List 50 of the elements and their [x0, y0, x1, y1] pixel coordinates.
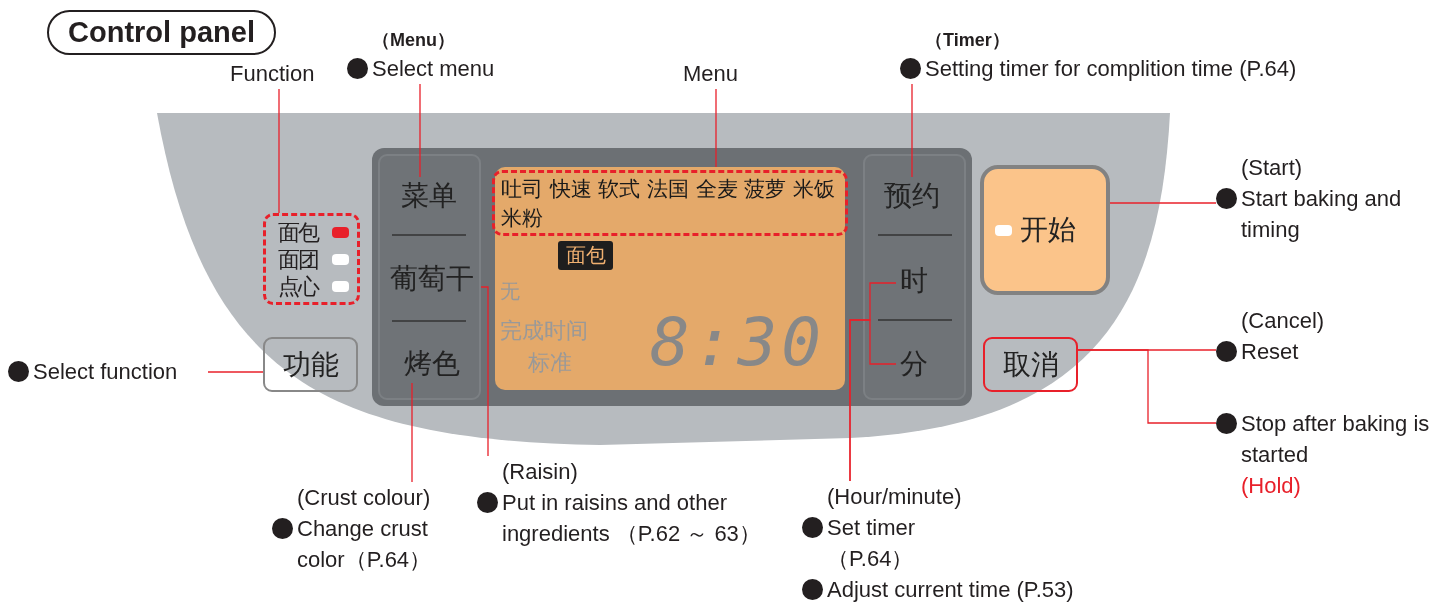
callout-text: (Start)	[1240, 154, 1304, 182]
lcd-text: 完成时间	[500, 319, 588, 344]
control-key: 菜单	[393, 177, 465, 215]
callout-text: Stop after baking is started	[1216, 408, 1431, 470]
control-key: 分	[896, 345, 932, 383]
callout-text: Adjust current time (P.53)	[802, 574, 1122, 605]
callout-text: (Hold)	[1240, 472, 1302, 500]
callout-text: Set timer （P.64）	[802, 512, 957, 574]
callout-text: Change crust color（P.64）	[272, 513, 472, 575]
leader-line	[911, 83, 913, 178]
control-button: 功能	[263, 337, 358, 392]
callout-text: Put in raisins and other ingredients （P.62 ～ 63）	[477, 487, 777, 549]
callout-text: Select function	[8, 356, 208, 387]
menu-list: 吐司 快速 软式 法国 全麦 菠萝 米饭米粉	[492, 170, 848, 236]
callout-text: Function	[230, 60, 316, 88]
time-readout: 8:30	[650, 307, 825, 380]
lcd-display	[495, 167, 845, 390]
callout-text: （Menu）	[371, 29, 456, 52]
callout-text: Setting timer for complition time (P.64)	[900, 53, 1360, 84]
indicator-label: 面团	[278, 247, 318, 273]
leader-line	[480, 286, 489, 457]
leader-line	[1109, 202, 1217, 204]
leader-line	[411, 382, 413, 483]
callout-text: （Timer）	[924, 29, 1011, 52]
control-key: 时	[896, 262, 932, 300]
callout-text: Start baking and timing	[1216, 183, 1448, 245]
control-key: 烤色	[398, 345, 466, 383]
callout-text: Reset	[1216, 336, 1416, 367]
leader-line	[1077, 349, 1217, 424]
indicator-group	[263, 213, 360, 305]
callout-text: (Raisin)	[501, 458, 579, 486]
control-key: 葡萄干	[383, 260, 481, 298]
leader-line	[419, 83, 421, 178]
callout-text: Select menu	[347, 53, 537, 84]
start-button: 开始	[980, 165, 1110, 295]
callout-text: Menu	[683, 60, 740, 88]
leader-line	[849, 319, 897, 482]
indicator-label: 面包	[278, 220, 318, 246]
leader-line	[278, 88, 280, 214]
callout-text: (Cancel)	[1240, 307, 1326, 335]
control-button: 取消	[983, 337, 1078, 392]
lcd-text: 无	[500, 280, 520, 302]
mode-tag: 面包	[558, 241, 613, 270]
control-key: 预约	[876, 177, 948, 215]
panel-title: Control panel	[47, 10, 276, 55]
leader-line	[207, 371, 264, 373]
callout-text: (Crust colour)	[296, 484, 432, 512]
callout-text: (Hour/minute)	[826, 483, 963, 511]
indicator-label: 点心	[278, 274, 318, 300]
lcd-text: 标准	[528, 351, 572, 376]
